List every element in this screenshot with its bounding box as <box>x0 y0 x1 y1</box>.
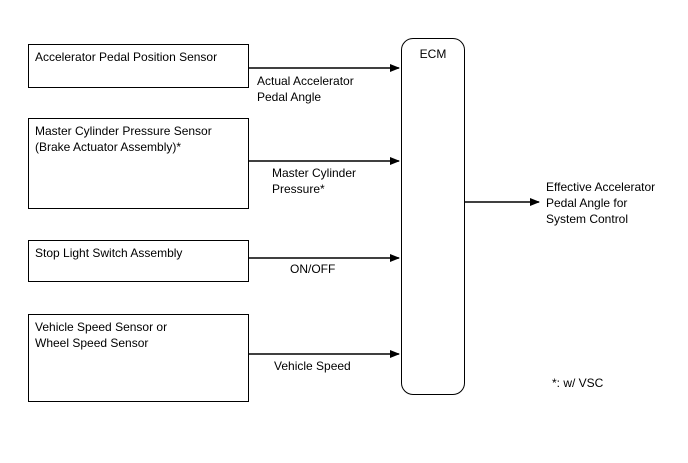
footnote-text: *: w/ VSC <box>552 376 604 390</box>
ecm-label: ECM <box>419 47 447 61</box>
input-box-line: Vehicle Speed Sensor or <box>35 320 168 334</box>
signal-label-line: Vehicle Speed <box>274 359 351 373</box>
output-label: Effective Accelerator Pedal Angle for Sy… <box>546 179 655 227</box>
output-label-line: Effective Accelerator <box>546 180 656 194</box>
input-box-accelerator-pedal-sensor: Accelerator Pedal Position Sensor <box>28 44 249 88</box>
input-box-line: Master Cylinder Pressure Sensor <box>35 124 212 138</box>
signal-label-line: Pressure* <box>272 182 325 196</box>
input-box-line: Wheel Speed Sensor <box>35 336 149 350</box>
footnote: *: w/ VSC <box>552 375 603 391</box>
signal-label-on-off: ON/OFF <box>290 261 335 277</box>
ecm-block: ECM <box>401 38 465 395</box>
input-box-vehicle-speed-sensor: Vehicle Speed Sensor or Wheel Speed Sens… <box>28 314 249 402</box>
input-box-line: (Brake Actuator Assembly)* <box>35 140 182 154</box>
signal-label-master-cylinder-pressure: Master Cylinder Pressure* <box>272 165 356 197</box>
output-label-line: Pedal Angle for <box>546 196 628 210</box>
signal-label-line: Pedal Angle <box>257 90 322 104</box>
signal-label-line: Master Cylinder <box>272 166 357 180</box>
input-box-master-cylinder-sensor: Master Cylinder Pressure Sensor (Brake A… <box>28 118 249 209</box>
signal-label-actual-pedal-angle: Actual Accelerator Pedal Angle <box>257 73 354 105</box>
signal-label-vehicle-speed: Vehicle Speed <box>274 358 351 374</box>
signal-label-line: Actual Accelerator <box>257 74 354 88</box>
output-label-line: System Control <box>546 212 629 226</box>
signal-label-line: ON/OFF <box>290 262 336 276</box>
input-box-stop-light-switch: Stop Light Switch Assembly <box>28 240 249 282</box>
input-box-line: Accelerator Pedal Position Sensor <box>35 50 218 64</box>
input-box-line: Stop Light Switch Assembly <box>35 246 183 260</box>
